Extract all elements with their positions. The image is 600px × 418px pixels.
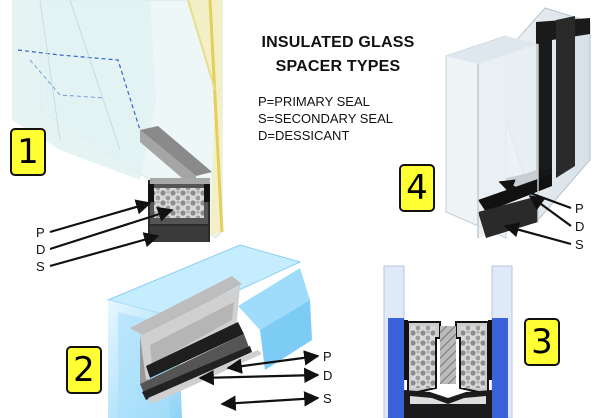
arrow-4-d [528,195,572,227]
spacer-1-label-d: D [36,242,46,257]
arrow-2-d [198,367,320,386]
spacer-4-label-d: D [575,219,585,234]
arrow-1-s [49,232,160,268]
spacer-4-arrows [498,179,572,246]
legend-primary-seal: P=PRIMARY SEAL [258,94,370,109]
arrow-4-s [503,222,572,246]
title-line-2: SPACER TYPES [275,58,401,75]
spacer-2-label-s: S [323,391,332,406]
legend-secondary-seal: S=SECONDARY SEAL [258,111,393,126]
spacer-3-illustration [383,265,513,418]
spacer-1-label-s: S [36,259,45,274]
spacer-1-arrows [49,199,174,268]
spacer-2-illustration [106,244,312,418]
arrow-1-d [49,206,174,251]
spacer-2-label-d: D [323,368,333,383]
spacer-2-label-p: P [323,349,332,364]
badge-4: 4 [399,164,435,212]
spacer-4-illustration [445,7,591,239]
badge-3: 3 [524,318,560,366]
legend-dessicant: D=DESSICANT [258,128,350,143]
arrow-2-s [220,391,320,411]
badge-1: 1 [10,128,46,176]
arrow-1-p [49,199,152,234]
spacer-4-label-p: P [575,201,584,216]
spacer-1-illustration [12,0,224,242]
spacer-4-label-s: S [575,237,584,252]
title-line-1: INSULATED GLASS [261,34,415,51]
spacer-2-arrows [198,350,320,411]
arrow-2-p [226,350,320,374]
spacer-1-label-p: P [36,225,45,240]
badge-2: 2 [66,346,102,394]
arrow-4-p [498,179,572,210]
